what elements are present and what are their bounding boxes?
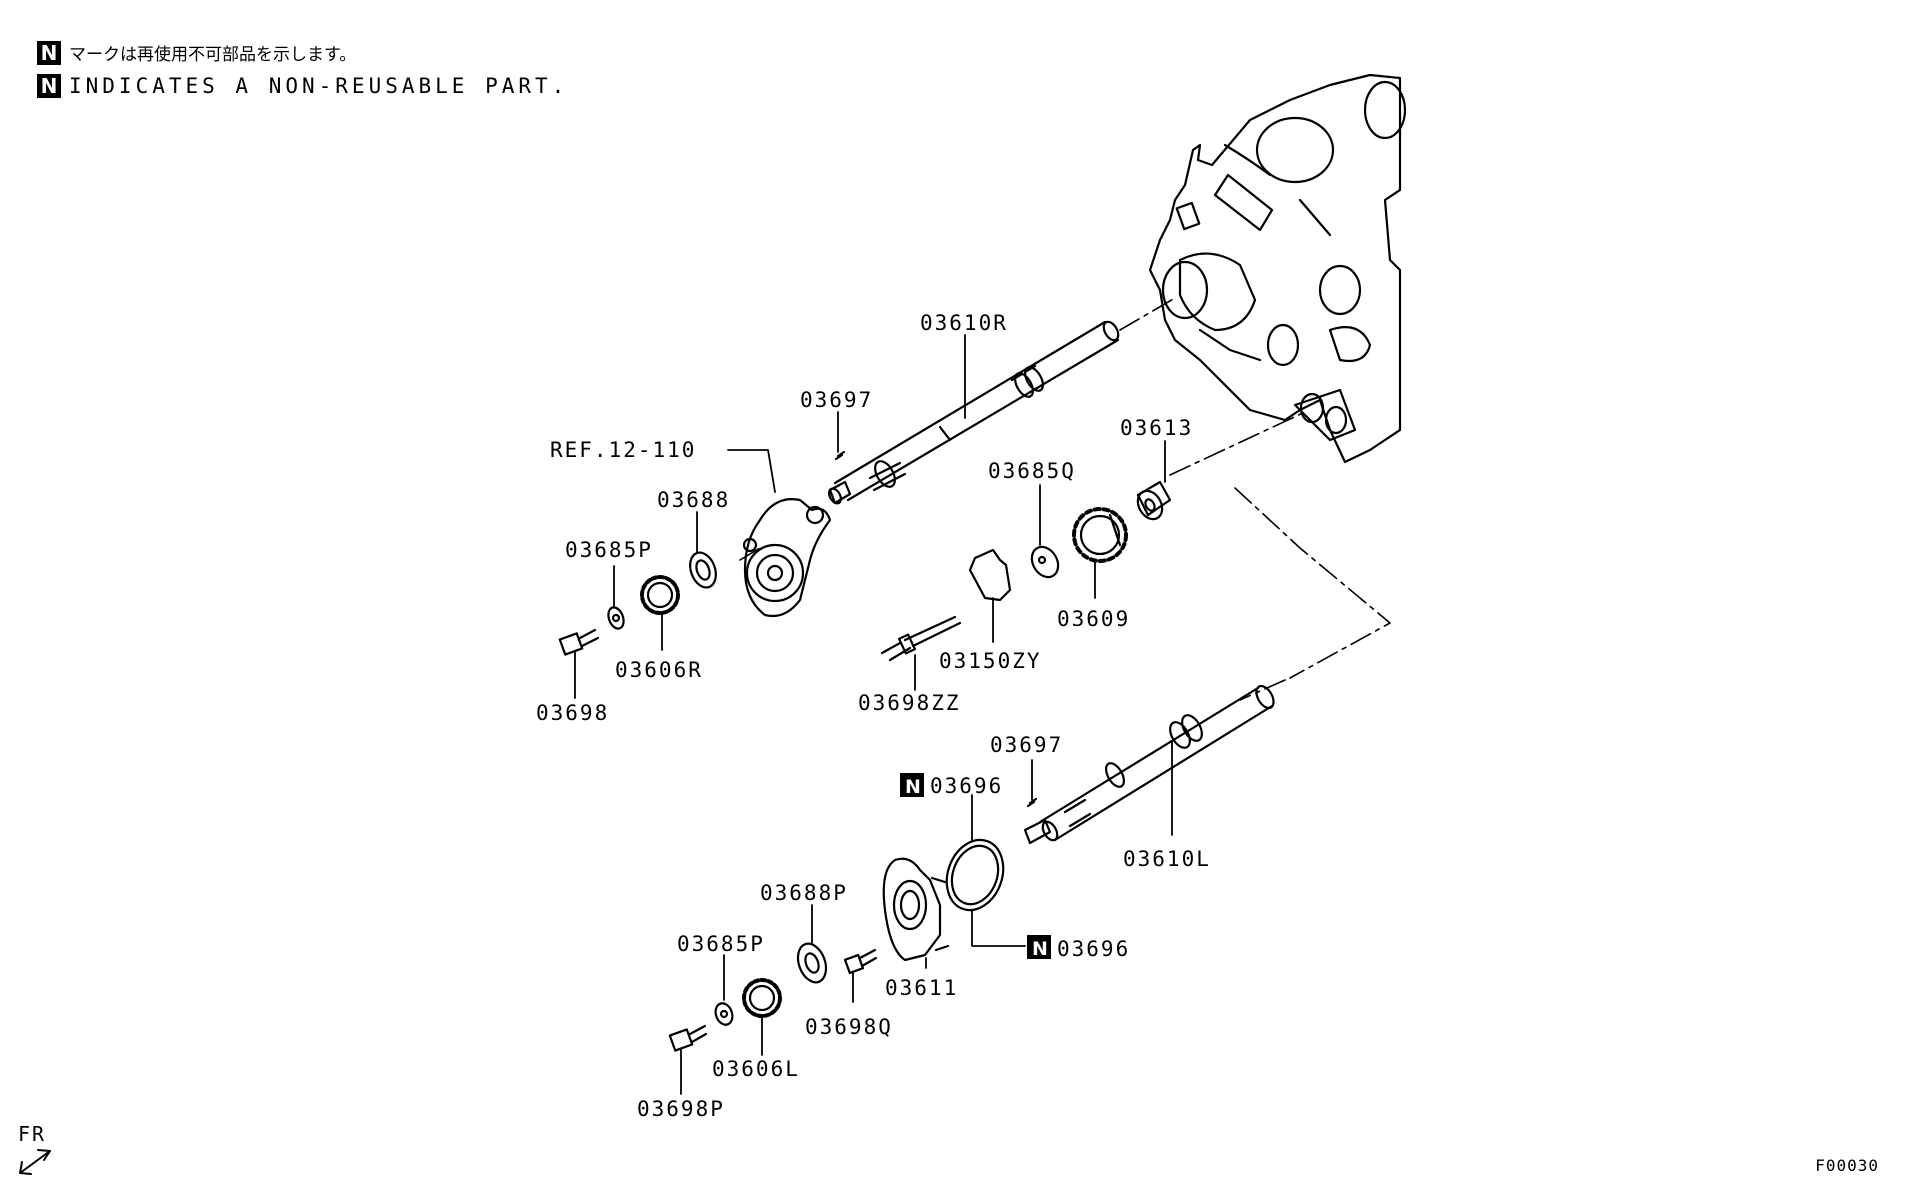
bolt-03698P (668, 1024, 708, 1052)
badge-letter-lower: N (1032, 938, 1048, 960)
front-direction-label: FR (18, 1122, 47, 1146)
gear-03606R (640, 575, 680, 615)
leader-lines (574, 334, 1173, 1095)
label-03688: 03688 (657, 488, 730, 512)
key-03697-bottom (1026, 797, 1038, 808)
label-ref-12-110: REF.12-110 (550, 438, 696, 462)
bearing-03688P (796, 942, 828, 984)
bolt-03698ZZ (880, 615, 962, 662)
label-03698ZZ: 03698ZZ (858, 691, 961, 715)
label-03688P: 03688P (760, 881, 848, 905)
label-03698: 03698 (536, 701, 609, 725)
bolt-03698 (558, 628, 600, 656)
gear-03609 (1072, 507, 1128, 563)
center-lines (739, 297, 1391, 701)
gear-03606L (742, 978, 782, 1018)
label-03150ZY: 03150ZY (939, 649, 1042, 673)
washer-03685P-bottom (714, 1002, 734, 1026)
o-ring-03696 (945, 838, 1005, 912)
non-reusable-badge: N (37, 74, 61, 98)
shaft-03610L (1023, 684, 1275, 845)
label-03698Q: 03698Q (805, 1015, 893, 1039)
plate-03150ZY (968, 548, 1012, 602)
badge-letter-upper: N (905, 776, 921, 798)
oil-pump-assembly (742, 498, 832, 618)
label-03685P-bottom: 03685P (677, 932, 765, 956)
legend-english: N INDICATES A NON-REUSABLE PART. (37, 74, 568, 98)
label-03609: 03609 (1057, 607, 1130, 631)
bearing-03688 (689, 551, 717, 589)
label-03611: 03611 (885, 976, 958, 1000)
figure-code: F00030 (1815, 1156, 1879, 1175)
label-03606R: 03606R (615, 658, 703, 682)
washer-03685Q (1030, 545, 1060, 579)
part-labels: 03610R 03697 REF.12-110 03688 03685P 036… (536, 311, 1211, 1121)
key-03697-top (834, 450, 846, 461)
shaft-03610R (828, 320, 1120, 505)
non-reusable-badge-lower (1027, 935, 1051, 959)
label-03610L: 03610L (1123, 847, 1211, 871)
label-03697-top: 03697 (800, 388, 873, 412)
non-reusable-badge: N (37, 40, 61, 65)
label-03696-upper: 03696 (930, 774, 1003, 798)
label-03697-bottom: 03697 (990, 733, 1063, 757)
legend-japanese-text: マークは再使用不可部品を示します。 (69, 45, 357, 65)
label-03606L: 03606L (712, 1057, 800, 1081)
label-03685Q: 03685Q (988, 459, 1076, 483)
label-03613: 03613 (1120, 416, 1193, 440)
label-03696-lower: 03696 (1057, 937, 1130, 961)
label-03685P-top: 03685P (565, 538, 653, 562)
bushing-03613 (1136, 480, 1172, 521)
case-03611 (882, 857, 950, 962)
legend-japanese: N マークは再使用不可部品を示します。 (37, 40, 356, 65)
label-03610R: 03610R (920, 311, 1008, 335)
washer-03685P-top (607, 606, 625, 630)
label-03698P: 03698P (637, 1097, 725, 1121)
front-direction-arrow-icon (19, 1149, 51, 1175)
engine-block (1148, 73, 1407, 464)
non-reusable-badge-upper (900, 773, 924, 797)
bolt-03698Q (843, 948, 878, 975)
legend-english-text: INDICATES A NON-REUSABLE PART. (69, 74, 569, 98)
